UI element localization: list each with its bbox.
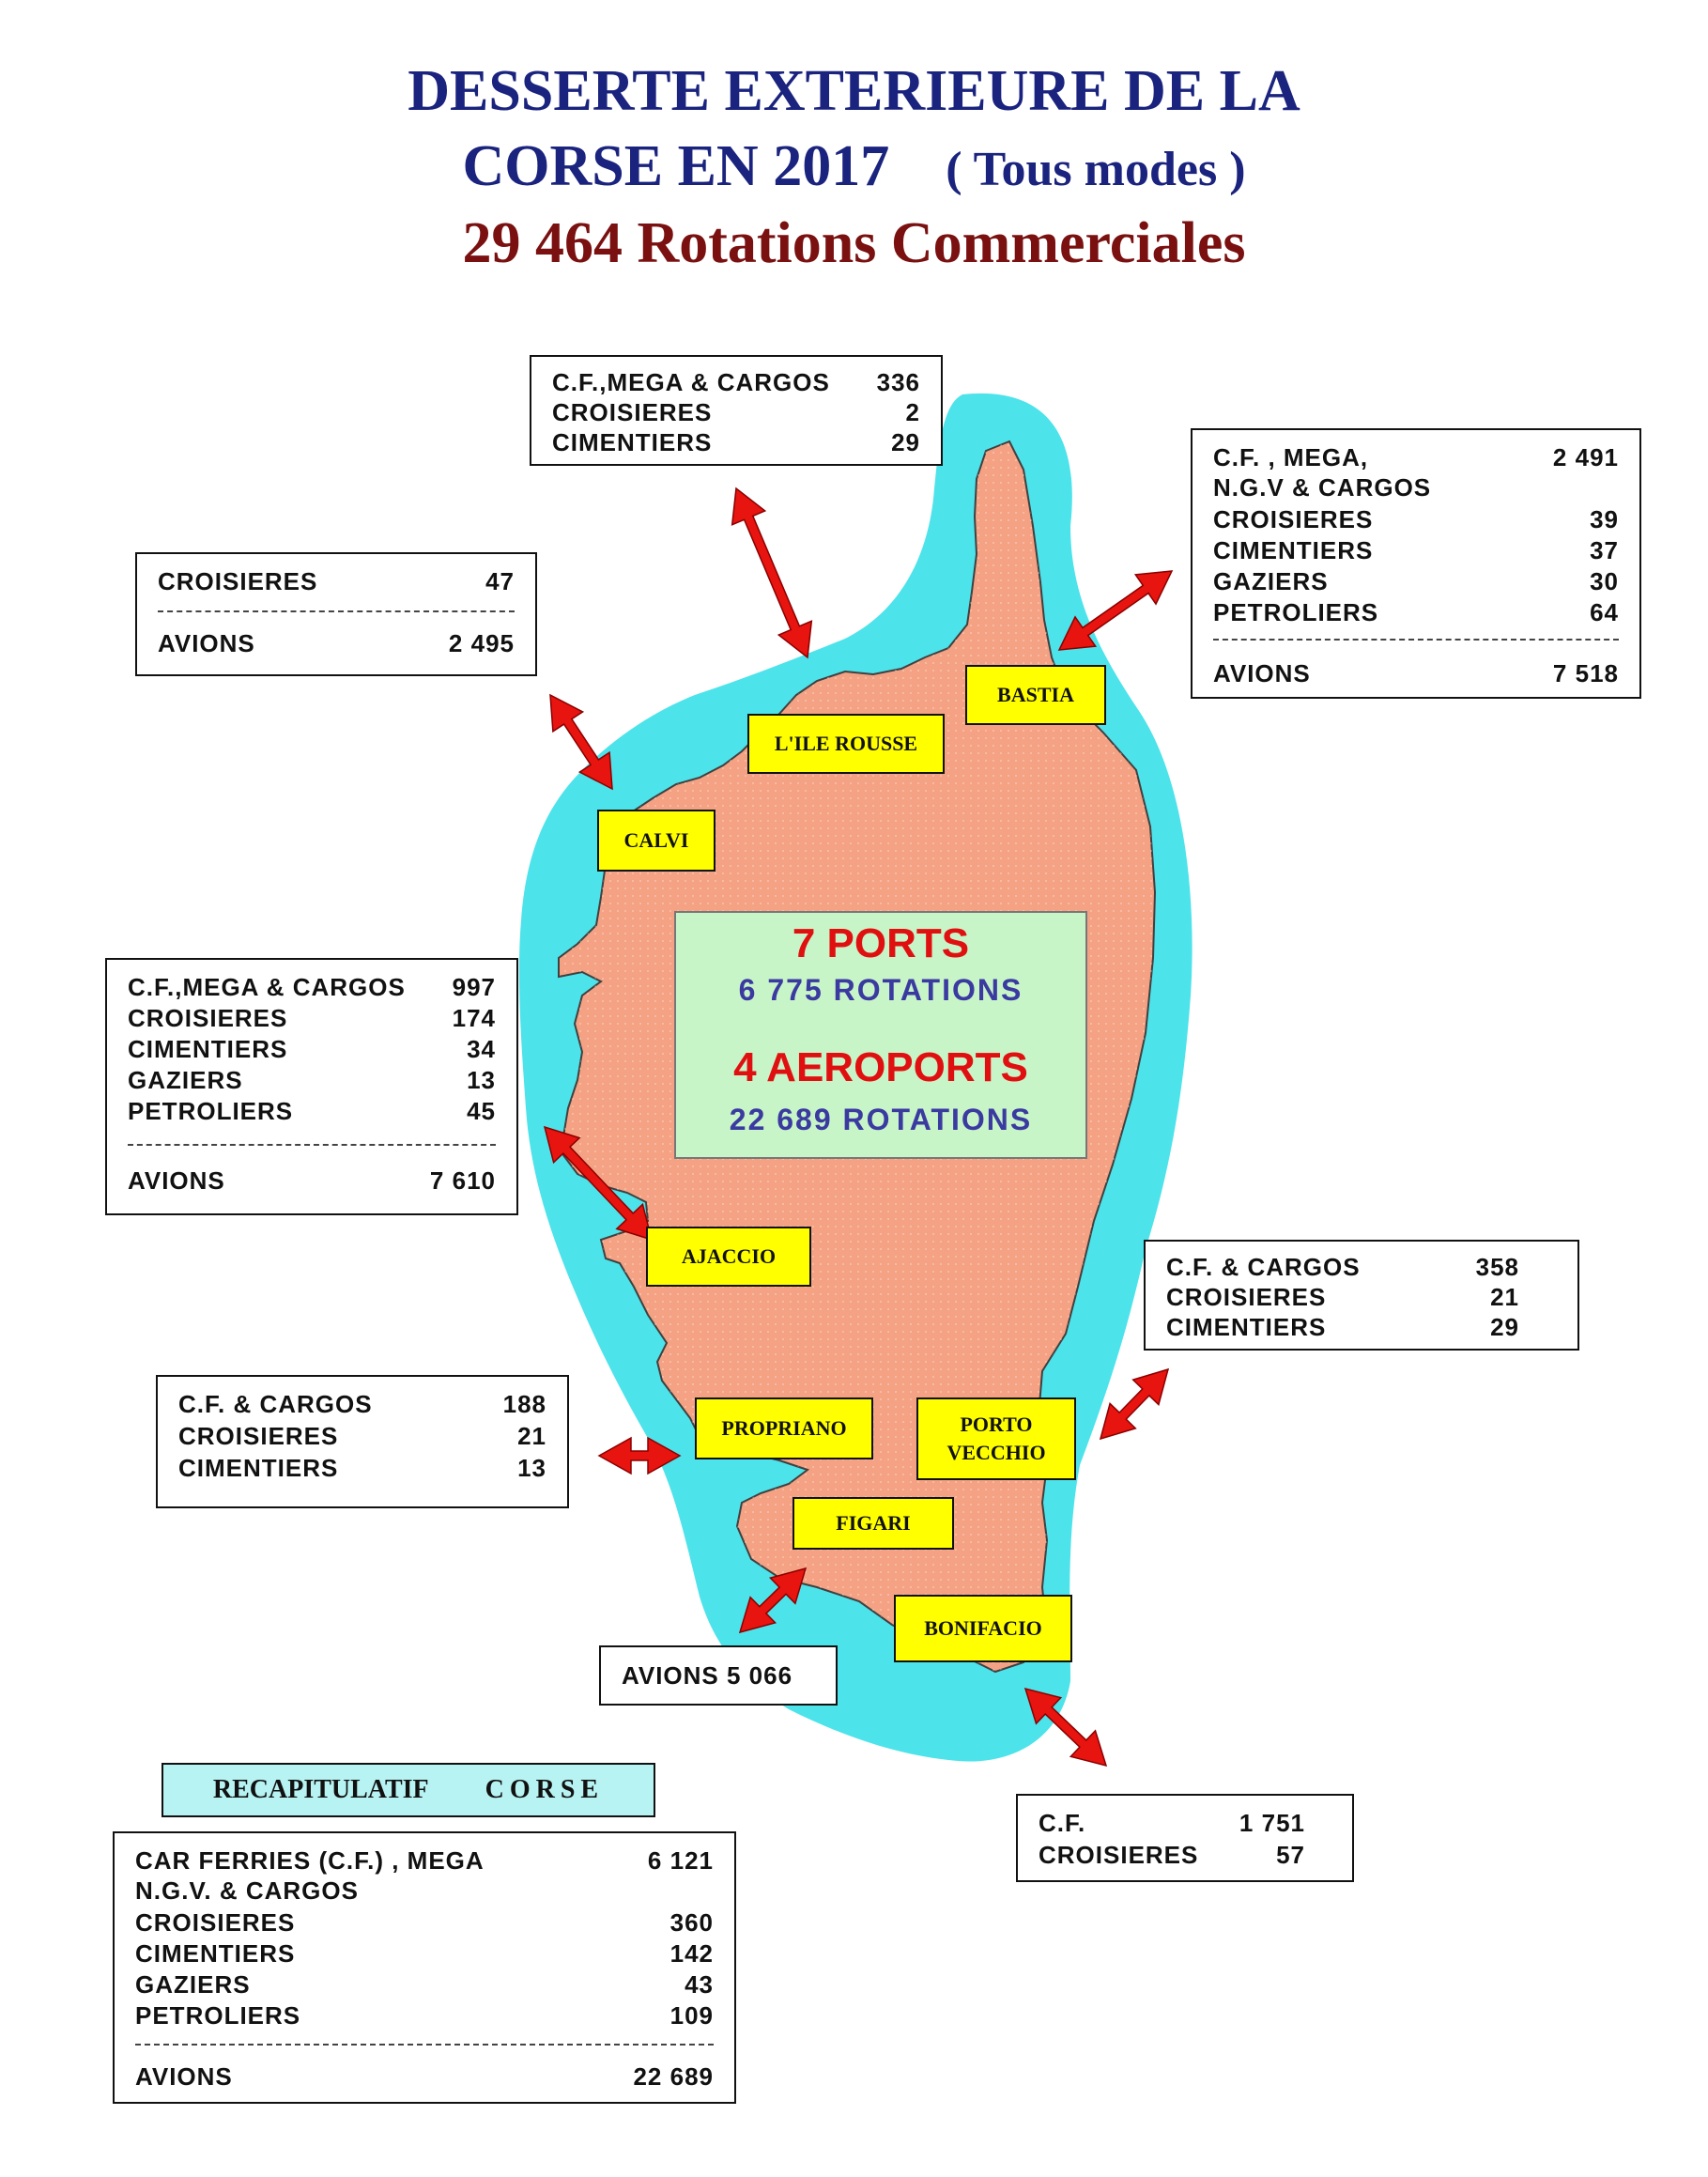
arrow-ile-rousse [731,486,813,659]
separator [135,2044,714,2046]
separator [158,610,515,612]
row: C.F. , MEGA,2 491 [1213,443,1619,471]
arrow-bonifacio [1023,1687,1108,1768]
summary-center-box: 7 PORTS 6 775 ROTATIONS 4 AEROPORTS 22 6… [674,911,1087,1159]
place-label-bonifacio: BONIFACIO [894,1595,1072,1662]
recap-header-label: RECAPITULATIF [212,1775,429,1804]
separator [128,1144,496,1146]
ports-rotations: 6 775 ROTATIONS [738,973,1023,1007]
arrow-porto-vecchio [1099,1367,1170,1441]
row: N.G.V. & CARGOS [135,1876,359,1905]
arrow-bastia [1057,570,1174,651]
arrow-figari [738,1567,808,1634]
airports-title: 4 AEROPORTS [733,1044,1028,1090]
ports-title: 7 PORTS [792,920,970,966]
recap-header-region: CORSE [485,1775,605,1804]
title-line-2-main: CORSE EN 2017 [462,134,890,198]
place-label-bastia: BASTIA [965,665,1106,725]
box-figari: AVIONS 5 066 [599,1645,838,1706]
title-line-1: DESSERTE EXTERIEURE DE LA [408,59,1300,123]
place-label-propriano: PROPRIANO [695,1397,873,1459]
title-line-2: CORSE EN 2017 ( Tous modes ) [0,133,1708,200]
place-label-calvi: CALVI [597,810,716,872]
place-label-ajaccio: AJACCIO [646,1227,811,1287]
arrow-propriano [597,1436,682,1475]
place-label-ile-rousse: L'ILE ROUSSE [747,714,945,774]
arrows-layer [543,486,1174,1768]
porto-vecchio-line-1: PORTO [960,1413,1033,1436]
title-line-2-sub: ( Tous modes ) [946,143,1246,196]
recap-header: RECAPITULATIF CORSE [162,1763,655,1817]
place-label-porto-vecchio: PORTO VECCHIO [916,1397,1076,1480]
box-bastia: C.F. , MEGA,2 491 N.G.V & CARGOS CROISIE… [1191,428,1641,699]
row: C.F.1 751 [1039,1809,1305,1837]
place-label-figari: FIGARI [792,1497,954,1550]
title-line-3: 29 464 Rotations Commerciales [462,211,1246,275]
porto-vecchio-line-2: VECCHIO [946,1441,1046,1464]
airports-rotations: 22 689 ROTATIONS [729,1103,1033,1136]
row: AVIONS 5 066 [622,1661,793,1690]
row: N.G.V & CARGOS [1213,473,1432,502]
arrow-calvi [549,693,613,791]
separator [1213,639,1619,641]
